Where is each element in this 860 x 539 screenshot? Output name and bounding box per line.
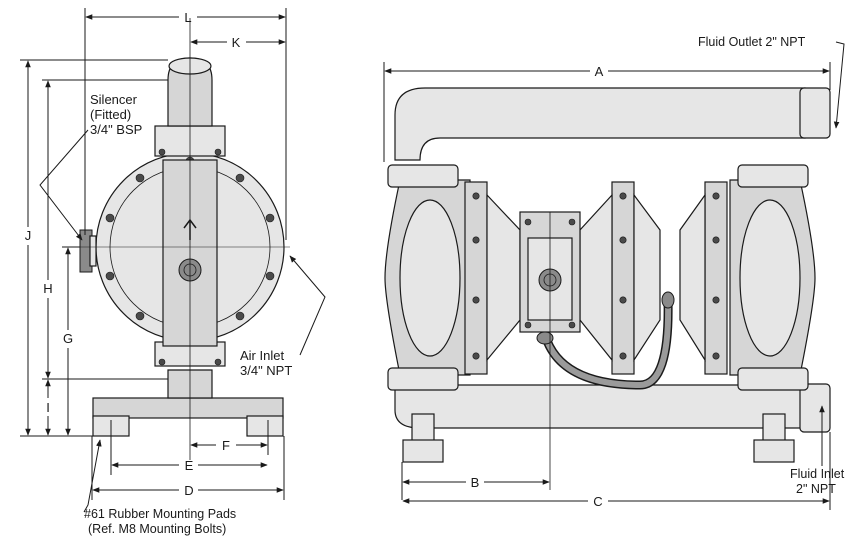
- mounting-pad-right: [246, 415, 284, 437]
- air-hose: [542, 299, 672, 389]
- upper-left-flange: [387, 164, 459, 188]
- foot-left-pad: [402, 439, 444, 463]
- fluid-outlet-callout: Fluid Outlet 2" NPT: [698, 35, 845, 129]
- outlet-manifold: [394, 87, 806, 161]
- clamp-band-1: [464, 181, 488, 375]
- air-inlet-line-2: 3/4" NPT: [240, 363, 292, 378]
- lower-left-flange: [387, 367, 459, 391]
- dim-E: E: [110, 420, 268, 475]
- fluid-outlet-label: Fluid Outlet 2" NPT: [698, 35, 806, 49]
- rib-cone-2: [579, 193, 613, 362]
- dim-label-G: G: [63, 331, 73, 346]
- dim-label-K: K: [232, 35, 241, 50]
- inlet-manifold: [394, 384, 806, 429]
- silencer-line-2: (Fitted): [90, 107, 131, 122]
- dim-A: A: [383, 62, 831, 162]
- mounting-pads-line-1: #61 Rubber Mounting Pads: [84, 507, 236, 521]
- fluid-inlet-port: [799, 383, 831, 433]
- lower-right-flange: [737, 367, 809, 391]
- front-bolts: [472, 192, 720, 360]
- dim-label-C: C: [593, 494, 602, 509]
- chamber-bolts: [105, 156, 275, 321]
- clamp-band-3: [704, 181, 728, 375]
- fluid-outlet-port: [799, 87, 831, 139]
- hose-fitting-2: [661, 291, 675, 309]
- silencer-callout: Silencer (Fitted) 3/4" BSP: [39, 92, 142, 241]
- air-inlet-line-1: Air Inlet: [240, 348, 284, 363]
- fluid-inlet-callout: Fluid Inlet 2" NPT: [790, 405, 845, 496]
- dim-C: C: [402, 432, 831, 510]
- air-inlet-callout: Air Inlet 3/4" NPT: [240, 255, 326, 378]
- dim-label-L: L: [184, 10, 191, 25]
- dim-label-B: B: [471, 475, 480, 490]
- dim-label-I: I: [46, 400, 50, 415]
- dim-L: L: [84, 8, 287, 240]
- rib-cone-1: [486, 193, 521, 362]
- foot-right-pad: [753, 439, 795, 463]
- rib-cone-3: [633, 193, 661, 363]
- dim-label-J: J: [25, 228, 32, 243]
- dim-label-F: F: [222, 438, 230, 453]
- dim-K: K: [190, 35, 286, 50]
- fluid-inlet-line-1: Fluid Inlet: [790, 467, 845, 481]
- dim-D: D: [91, 436, 285, 500]
- dim-B: B: [401, 462, 550, 500]
- side-base: [92, 397, 284, 419]
- front-view: [384, 87, 831, 490]
- dim-label-A: A: [595, 64, 604, 79]
- upper-right-flange: [737, 164, 809, 188]
- silencer-line-3: 3/4" BSP: [90, 122, 142, 137]
- dim-F: F: [190, 420, 269, 455]
- dim-label-D: D: [184, 483, 193, 498]
- mounting-pads-line-2: (Ref. M8 Mounting Bolts): [88, 522, 226, 536]
- dim-G: G: [62, 246, 80, 436]
- clamp-band-2: [611, 181, 635, 375]
- dim-I: I: [42, 378, 168, 436]
- mounting-pads-callout: #61 Rubber Mounting Pads (Ref. M8 Mounti…: [83, 439, 236, 536]
- rib-cone-4: [679, 193, 706, 363]
- silencer-line-1: Silencer: [90, 92, 138, 107]
- dim-H: H: [42, 79, 168, 379]
- fluid-inlet-line-2: 2" NPT: [796, 482, 836, 496]
- dim-label-H: H: [43, 281, 52, 296]
- dim-J: J: [20, 59, 168, 437]
- side-view: [70, 18, 290, 460]
- hose-fitting-1: [536, 331, 554, 345]
- dim-label-E: E: [185, 458, 194, 473]
